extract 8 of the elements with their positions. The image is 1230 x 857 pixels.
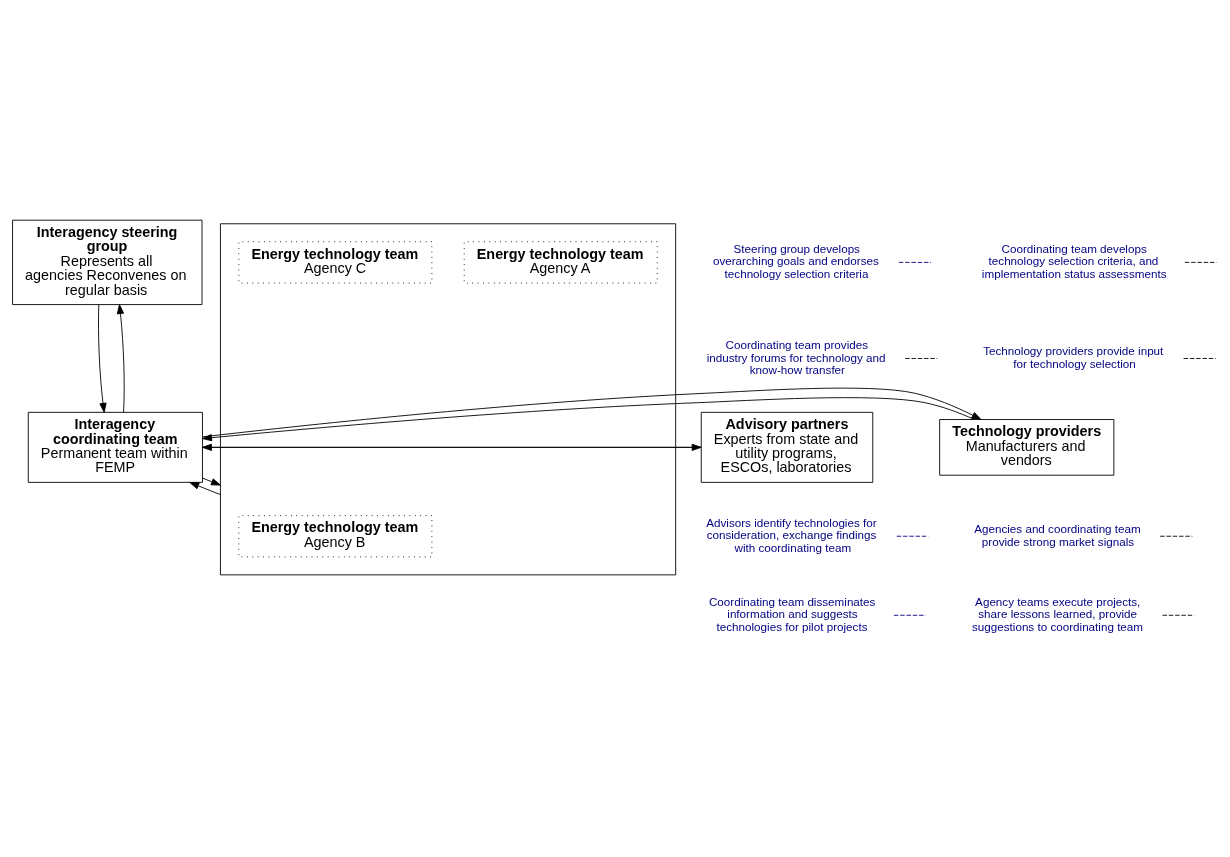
node-text: Coordinating team disseminates information and suggests technologies for pilot projects xyxy=(708,594,876,633)
node-text: Agency teams execute projects, share lessons learned, provide suggestions to coordinating team xyxy=(971,594,1144,633)
node-text: Technology providers provide input for technology selection xyxy=(983,344,1164,370)
node-text: Coordinating team provides industry forums for technology and know-how transfer xyxy=(706,337,886,377)
node-text: Coordinating team develops technology selection criteria, and implementation status assessments xyxy=(981,241,1167,281)
node-text: Advisors identify technologies for consideration, exchange findings with coordinating team xyxy=(706,515,877,554)
node-text: Steering group develops overarching goals and endorses technology selection criteria xyxy=(712,241,879,281)
node-text: Agencies and coordinating team provide strong market signals xyxy=(974,522,1141,548)
